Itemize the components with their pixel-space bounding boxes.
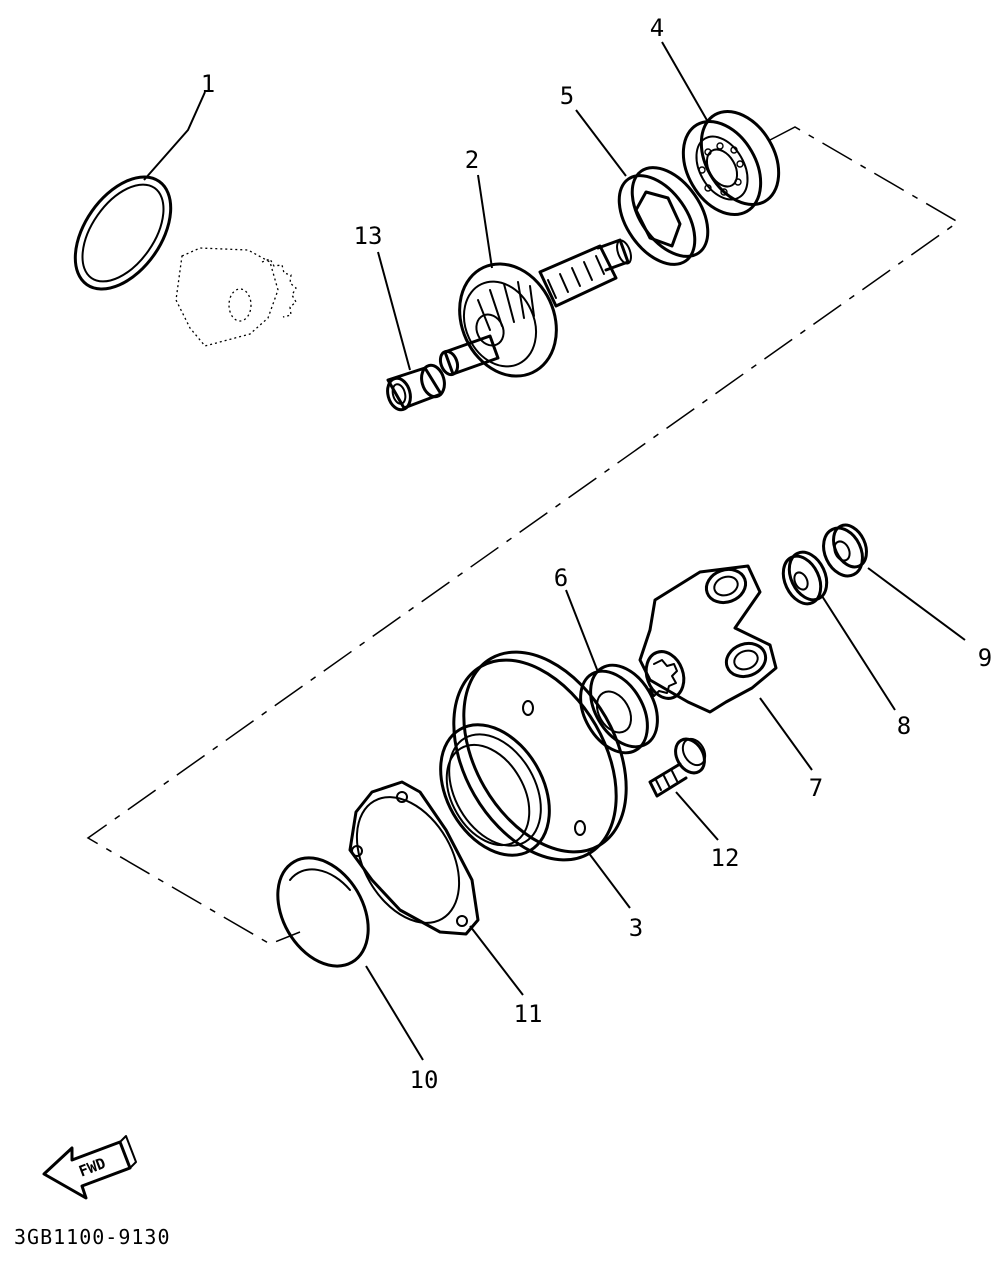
callout-3: 3 — [629, 914, 643, 942]
callout-1: 1 — [201, 70, 215, 98]
callout-13: 13 — [354, 222, 383, 250]
flange-nut-part-9 — [822, 523, 868, 578]
callout-8: 8 — [897, 712, 911, 740]
diagram-code: 3GB1100-9130 — [14, 1225, 171, 1249]
flange-bolt-part-12 — [648, 737, 707, 798]
washer-part-8 — [781, 550, 829, 606]
oil-seal-part-5 — [617, 166, 710, 266]
callout-7: 7 — [809, 774, 823, 802]
callout-11: 11 — [514, 1000, 543, 1028]
oil-seal-part-6 — [579, 663, 659, 755]
universal-joint-yoke-part-7 — [638, 564, 778, 714]
callout-labels: 1 2 3 4 5 6 7 8 9 10 11 12 13 — [201, 14, 992, 1094]
callout-9: 9 — [978, 644, 992, 672]
callout-5: 5 — [560, 82, 574, 110]
callout-12: 12 — [711, 844, 740, 872]
callout-10: 10 — [410, 1066, 439, 1094]
leader-lines — [143, 41, 966, 1061]
gasket-part-11 — [348, 780, 480, 936]
callout-4: 4 — [650, 14, 664, 42]
reference-gear-outline — [175, 247, 297, 347]
fwd-arrow: FWD — [42, 1135, 137, 1200]
drive-shaft-gear-part-2 — [438, 238, 632, 378]
circlip-part-10 — [276, 856, 370, 968]
assembly-boundary-line — [86, 126, 960, 945]
callout-6: 6 — [554, 564, 568, 592]
callout-2: 2 — [465, 146, 479, 174]
o-ring-part-1 — [73, 175, 173, 291]
ball-bearing-part-4 — [681, 109, 781, 217]
needle-bearing-part-13 — [386, 363, 446, 412]
